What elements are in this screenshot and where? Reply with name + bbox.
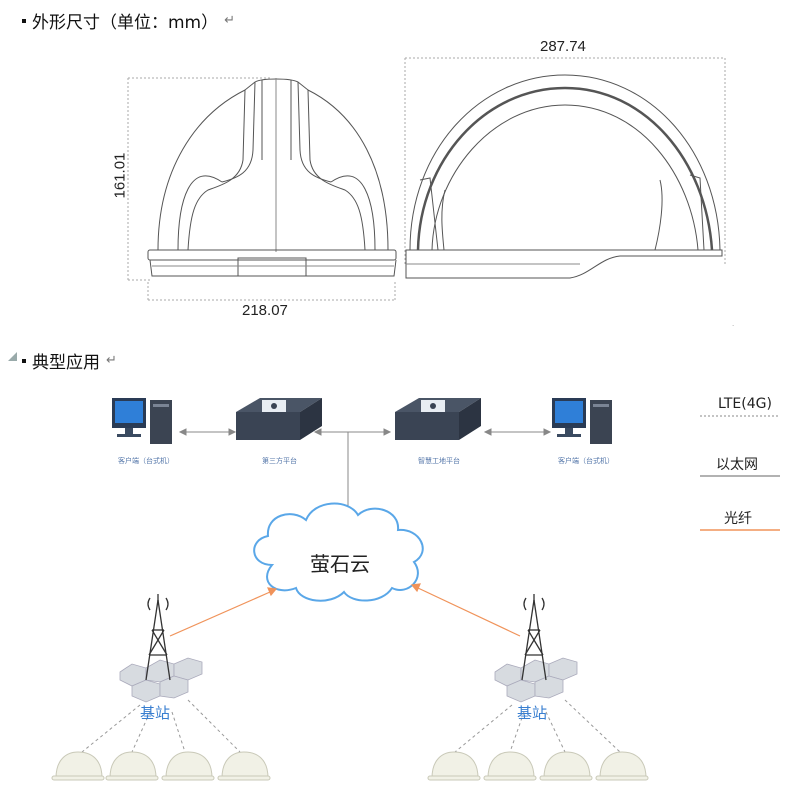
section-heading-dimensions: 外形尺寸（单位：mm） ↵	[22, 8, 235, 33]
dimension-height: 161.01	[111, 152, 129, 199]
helmet-icon	[539, 751, 593, 781]
smart-helmets	[51, 751, 649, 781]
legend-lines	[700, 415, 780, 531]
label-client-right: 客户端（台式机）	[558, 457, 614, 465]
helmet-icon	[161, 751, 215, 781]
bullet-icon	[22, 358, 26, 363]
base-station-left	[119, 594, 203, 703]
lte-links	[81, 699, 621, 753]
dimension-width-front: 218.07	[242, 302, 288, 319]
cloud-icon	[253, 502, 424, 602]
base-station-right	[494, 594, 578, 703]
label-client-left: 客户端（台式机）	[118, 457, 174, 465]
helmet-icon	[427, 751, 481, 781]
legend-fiber: 光纤	[724, 511, 752, 527]
cloud-label: 萤石云	[310, 552, 370, 576]
corner-triangle-icon	[8, 352, 17, 361]
helmet-icon	[483, 751, 537, 781]
section-title: 典型应用	[32, 353, 100, 373]
station-label-left: 基站	[140, 704, 171, 722]
fiber-links	[169, 583, 521, 637]
server-third-party	[236, 398, 322, 440]
desktop-pc-left	[112, 398, 172, 444]
helmet-icon	[51, 751, 105, 781]
station-label-right: 基站	[517, 704, 548, 722]
svg-text:.: .	[732, 320, 734, 328]
return-mark-icon: ↵	[224, 13, 236, 28]
section-title: 外形尺寸（单位：mm）	[32, 13, 219, 33]
legend-ethernet: 以太网	[716, 457, 758, 473]
section-heading-application: 典型应用 ↵	[22, 348, 117, 373]
helmet-icon	[595, 751, 649, 781]
return-mark-icon: ↵	[106, 353, 117, 368]
bullet-icon	[22, 18, 26, 23]
helmet-front-view	[127, 77, 397, 301]
helmet-icon	[105, 751, 159, 781]
server-smart-site	[395, 398, 481, 440]
helmet-icon	[217, 751, 271, 781]
label-smart-site: 智慧工地平台	[418, 457, 460, 465]
dimension-length-side: 287.74	[540, 38, 586, 55]
legend-lte: LTE(4G)	[718, 396, 772, 412]
label-third-party: 第三方平台	[262, 457, 297, 465]
desktop-pc-right	[552, 398, 612, 444]
helmet-side-view	[404, 57, 726, 279]
